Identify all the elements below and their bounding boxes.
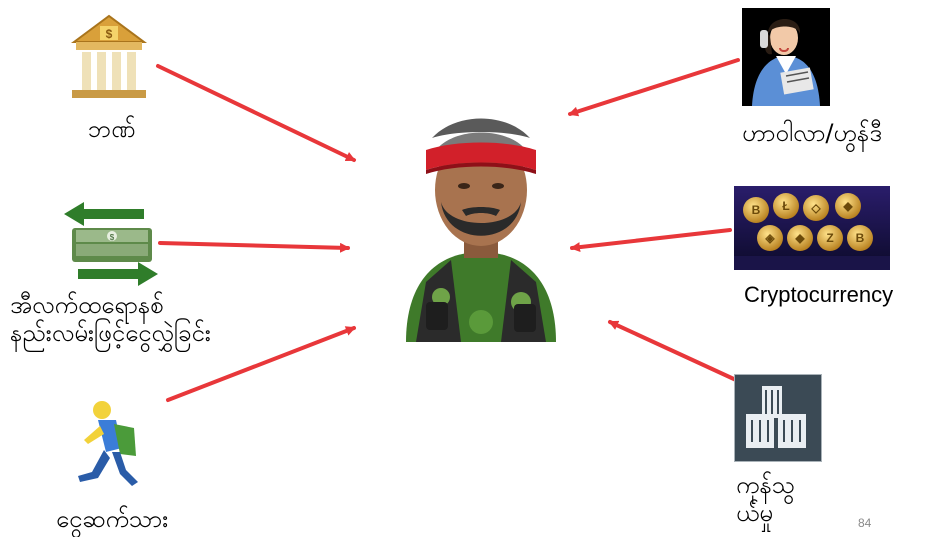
- arrow-bank-to-center: [156, 64, 356, 162]
- bank-building-icon: $: [70, 14, 148, 98]
- arrow-hawala-to-center: [568, 58, 740, 117]
- courier-label: ငွေဆက်သား: [56, 505, 169, 533]
- center-figure: [396, 112, 566, 342]
- page-number: 84: [858, 516, 872, 530]
- goods-crates-icon: [734, 374, 822, 462]
- hawala-label: ဟာဝါလာ/ဟွန်ဒီ: [742, 119, 882, 147]
- svg-text:$: $: [106, 27, 113, 41]
- hawala-node: [742, 8, 830, 106]
- svg-text:$: $: [110, 233, 115, 242]
- bank-label: ဘဏ်: [88, 115, 136, 143]
- crypto-label: Cryptocurrency: [744, 282, 894, 307]
- svg-text:B: B: [856, 231, 865, 245]
- svg-text:◆: ◆: [794, 231, 805, 245]
- arrow-goods-to-center: [608, 320, 738, 382]
- running-courier-icon: [78, 401, 138, 486]
- svg-text:◈: ◈: [764, 231, 775, 245]
- svg-text:◆: ◆: [842, 199, 853, 213]
- svg-text:◇: ◇: [810, 201, 821, 215]
- woman-on-phone-icon: [742, 8, 830, 106]
- bank-node: $: [66, 12, 152, 102]
- goods-label-line2: ယ်မှု: [736, 499, 774, 527]
- goods-label-line1: ကုန်သွ: [736, 471, 796, 499]
- transfer-label-line2: နည်းလမ်းဖြင့်ငွေလွှဲခြင်း: [10, 319, 211, 347]
- svg-text:B: B: [752, 203, 761, 217]
- soldier-avatar-icon: [406, 118, 556, 342]
- arrow-transfer-to-center: [158, 241, 350, 253]
- arrow-crypto-to-center: [570, 228, 732, 253]
- arrow-courier-to-center: [166, 326, 356, 402]
- money-transfer-icon: $: [64, 202, 158, 286]
- courier-node: [70, 398, 150, 490]
- crypto-node: B Ł ◇ ◆ ◈ ◆ Z B: [734, 186, 890, 270]
- transfer-node: $: [64, 200, 158, 286]
- svg-text:Z: Z: [826, 231, 833, 245]
- goods-node: [734, 374, 822, 462]
- transfer-label-line1: အီလက်ထရောနစ်: [10, 291, 164, 319]
- crypto-coins-icon: B Ł ◇ ◆ ◈ ◆ Z B: [734, 186, 890, 270]
- svg-text:Ł: Ł: [782, 199, 789, 213]
